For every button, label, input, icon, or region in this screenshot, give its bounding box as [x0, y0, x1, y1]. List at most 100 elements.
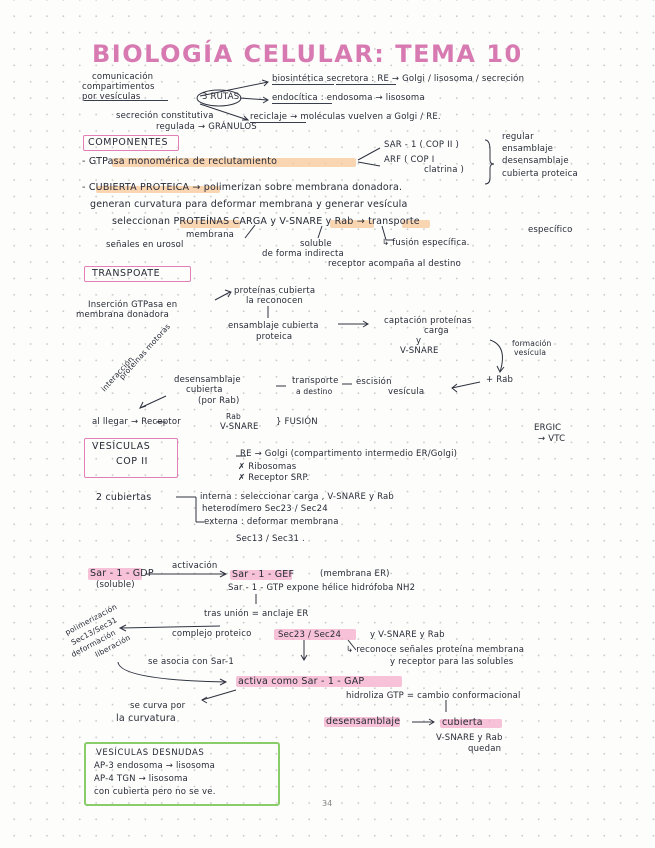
highlight — [88, 568, 142, 580]
desnudas-box — [84, 742, 280, 806]
componentes-box — [83, 135, 179, 151]
escision-label: escisión — [356, 377, 392, 387]
sar1-gef-label: Sar - 1 - GEF — [232, 569, 295, 580]
secretion-constitutive: secreción constitutiva — [116, 111, 214, 121]
soluble-tag: (soluble) — [96, 580, 135, 590]
vesicula-label: vesícula — [514, 348, 547, 357]
re-golgi-text: RE → Golgi (compartimento intermedio ER/… — [240, 449, 458, 459]
externa-text: externa : deformar membrana — [204, 517, 339, 527]
desensamblaje-cubierta: desensamblaje — [174, 375, 241, 385]
escision-vesicula-label: vesícula — [388, 387, 425, 397]
underline — [272, 84, 334, 85]
intro-left-line3: por vesículas — [82, 92, 141, 102]
copii-header-line1: VESÍCULAS — [92, 441, 151, 452]
page-number: 34 — [322, 799, 333, 808]
membrana-label: membrana — [186, 230, 235, 240]
fusion-label: } FUSIÓN — [276, 417, 318, 427]
se-curva-text: se curva por — [130, 701, 186, 711]
highlight — [96, 186, 220, 193]
tras-union-text: tras unión = anclaje ER — [204, 609, 309, 619]
route-endocytic: endocítica : endosoma → lisosoma — [272, 93, 425, 103]
hidroliza-text: hidroliza GTP = cambio conformacional — [346, 691, 521, 701]
v-snare-fusion-label: V-SNARE — [220, 422, 259, 432]
generan-text: generan curvatura para deformar membrana… — [90, 199, 408, 210]
transporte-label: transporte — [292, 376, 339, 386]
transporte-box — [84, 266, 191, 282]
page-title: BIOLOGÍA CELULAR: TEMA 10 — [92, 40, 523, 68]
seleccionan-text: seleccionan PROTEÍNAS CARGA y V-SNARE y … — [112, 216, 420, 227]
fusion-especifica-label: ↳ fusión específica. — [382, 238, 470, 248]
con-cubierta-text: con cubierta pero no se ve. — [94, 787, 216, 797]
vtc-label: → VTC — [538, 434, 566, 444]
highlight — [112, 158, 356, 167]
proteica-label: proteica — [256, 332, 293, 342]
insercion-line2: membrana donadora — [76, 310, 170, 320]
carga-label: carga — [424, 326, 449, 336]
insercion-line1: Inserción GTPasa en — [88, 300, 178, 310]
underline — [336, 84, 396, 85]
gtpasa-text: - GTPasa monomérica de reclutamiento — [82, 156, 278, 167]
quedan-label: quedan — [468, 744, 502, 754]
sar1-gtp-text: Sar - 1 - GTP expone hélice hidrófoba NH… — [228, 583, 416, 593]
heterodimero-text: heterodímero Sec23 / Sec24 — [202, 504, 328, 514]
arf-clatrina: clatrina ) — [424, 165, 465, 175]
dos-cubiertas: 2 cubiertas — [96, 492, 152, 503]
cubierta-proteica-label: cubierta proteica — [502, 169, 578, 179]
highlight — [324, 717, 400, 727]
receptor-solubles-text: y receptor para las solubles — [390, 657, 514, 667]
asocia-sar1-text: se asocia con Sar-1 — [148, 657, 234, 667]
desensamblaje-sar-label: desensamblaje — [326, 716, 401, 727]
cubierta-sar-label: cubierta — [442, 717, 483, 728]
highlight — [274, 629, 356, 640]
complejo-vsnare-label: y V-SNARE y Rab — [370, 630, 445, 640]
routes-label: 3 RUTAS — [202, 92, 240, 102]
sar1-gap-label: activa como Sar - 1 - GAP — [238, 676, 365, 687]
highlight — [236, 676, 402, 687]
intro-left-line2: compartimentos — [82, 82, 155, 92]
y-label: y — [416, 336, 422, 346]
captacion-label: captación proteínas — [384, 316, 472, 326]
highlight — [440, 719, 502, 728]
proteinas-motoras-label: proteínas motoras — [117, 321, 173, 382]
highlight — [402, 220, 430, 228]
activacion-label: activación — [172, 561, 218, 571]
reconoce-senales-text: ↳ reconoce señales proteína membrana — [346, 645, 525, 655]
arf-label: ARF ( COP I — [384, 155, 435, 165]
secretion-regulated: regulada → GRÁNULOS — [156, 122, 257, 132]
desnudas-header: VESÍCULAS DESNUDAS — [96, 748, 205, 758]
underline — [250, 122, 306, 123]
indirecta-label: de forma indirecta — [262, 249, 344, 259]
vsnare-rab-label: V-SNARE y Rab — [436, 733, 503, 743]
ensamblaje-cubierta: ensamblaje cubierta — [228, 321, 319, 331]
complejo-label: complejo proteico — [172, 629, 252, 639]
cubierta-proteica-text: - CUBIERTA PROTEICA → polimerizan sobre … — [82, 182, 403, 193]
sec13-text: Sec13 / Sec31 . — [236, 534, 305, 544]
sec23-sec24-label: Sec23 / Sec24 — [278, 630, 342, 640]
copii-box — [84, 438, 178, 478]
desensamblaje-label: desensamblaje — [502, 156, 569, 166]
rab-top-label: Rab — [226, 412, 242, 421]
membrana-er-label: (membrana ER) — [320, 569, 390, 579]
ap3-text: AP-3 endosoma → lisosoma — [94, 761, 216, 771]
v-snare-label: V-SNARE — [400, 346, 439, 356]
receptor-acompana-label: receptor acompaña al destino — [328, 259, 462, 269]
intro-left-line1: comunicación — [92, 72, 154, 82]
reconocen-label: la reconocen — [246, 296, 303, 306]
route-recycling: reciclaje → moléculas vuelven a Golgi / … — [250, 112, 441, 122]
receptor-srp-text: ✗ Receptor SRP. — [238, 473, 310, 483]
senales-label: señales en urosol — [106, 240, 184, 250]
underline — [272, 103, 332, 104]
regular-label: regular — [502, 132, 534, 142]
ergic-label: ERGIC — [534, 423, 562, 433]
transporte-header: TRANSPOATE — [92, 268, 161, 279]
highlight — [180, 220, 240, 228]
ap4-text: AP-4 TGN → lisosoma — [94, 774, 188, 784]
la-curvatura-text: la curvatura — [116, 713, 176, 724]
componentes-header: COMPONENTES — [88, 137, 169, 148]
highlight — [230, 570, 292, 580]
underline — [84, 100, 168, 101]
soluble-label: soluble — [300, 239, 332, 249]
proteinas-cubierta: proteínas cubierta — [234, 286, 316, 296]
rab-label: + Rab — [486, 375, 514, 385]
